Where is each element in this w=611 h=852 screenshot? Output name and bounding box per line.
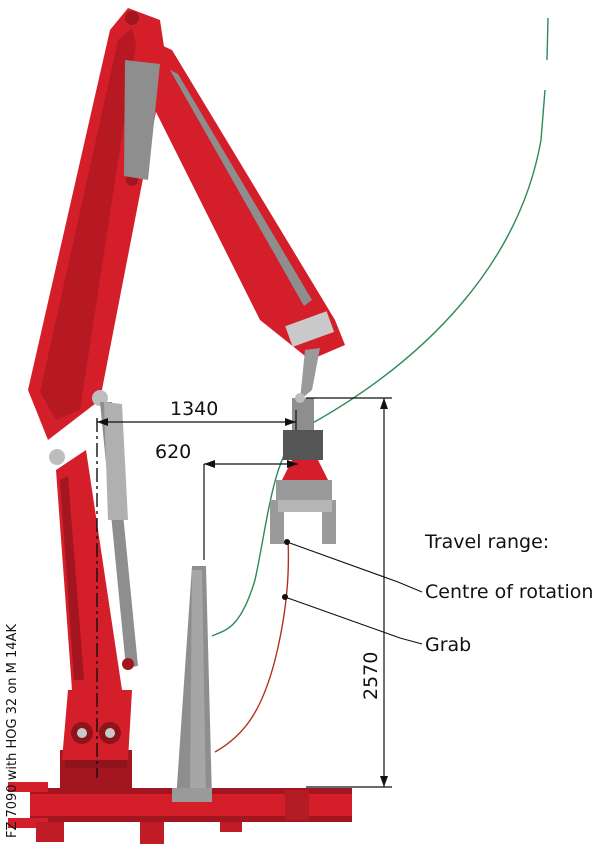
grab-label: Grab	[425, 634, 471, 656]
legend-leaders	[281, 538, 423, 645]
dimension-2570-label: 2570	[360, 652, 382, 700]
crane-column	[56, 450, 132, 760]
dimension-1340-label: 1340	[170, 398, 218, 420]
outer-boom	[124, 40, 345, 360]
travel-range-heading: Travel range:	[424, 531, 549, 553]
centre-of-rotation-label: Centre of rotation	[425, 581, 593, 603]
support-post	[172, 566, 212, 802]
grab-path	[214, 539, 290, 753]
travel-range-curves	[211, 17, 549, 753]
dimension-620-label: 620	[155, 441, 191, 463]
machine-caption: FZ 7090 with HOG 32 on M 14AK	[5, 624, 20, 838]
lift-cylinder	[100, 402, 138, 670]
dimension-lines	[97, 397, 392, 788]
rotator-and-grab	[270, 348, 336, 544]
